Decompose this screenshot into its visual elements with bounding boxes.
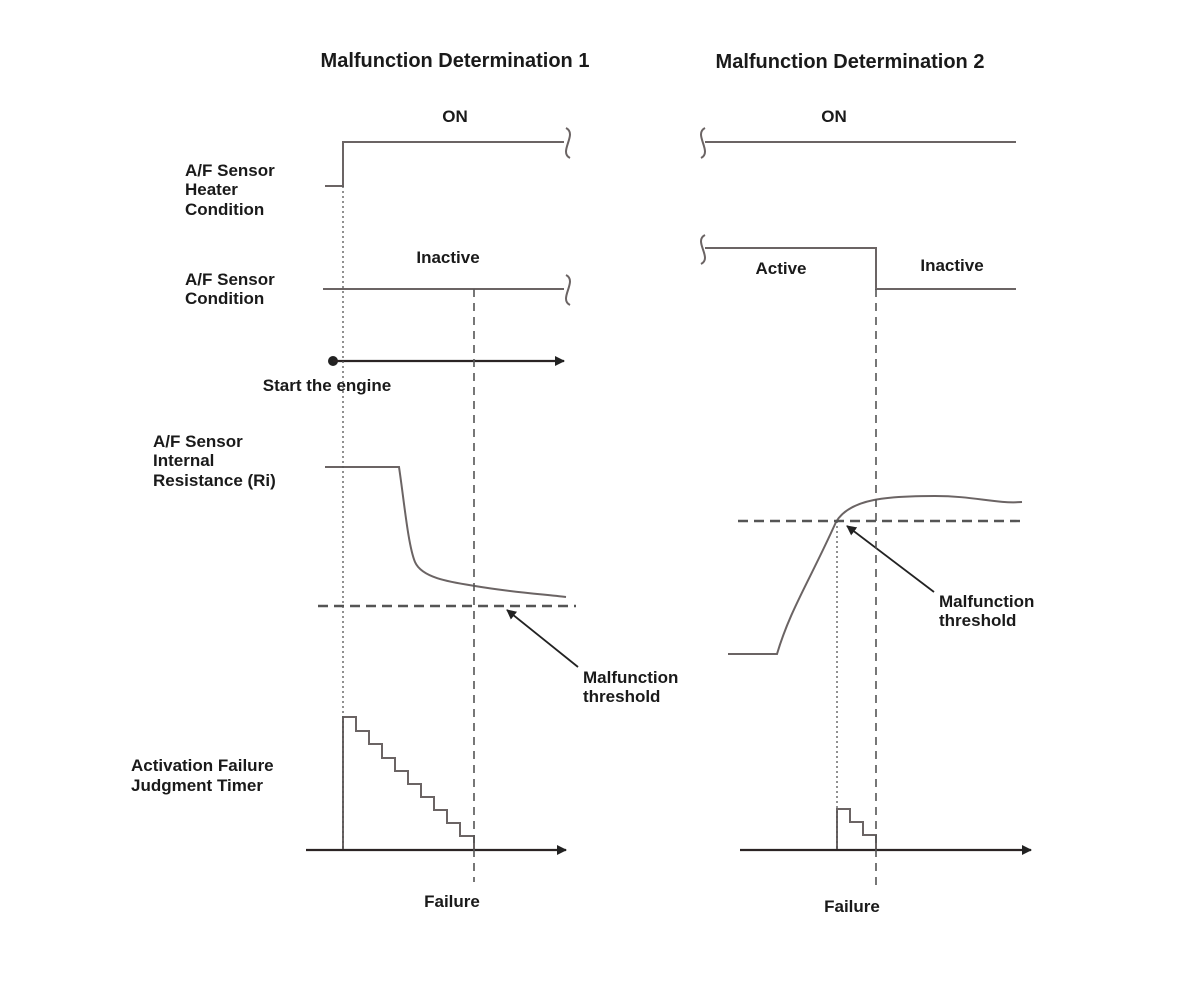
row-label-line: A/F Sensor [153, 432, 243, 451]
row-label-sensor-condition: A/F Sensor Condition [185, 270, 275, 308]
row-label-line: A/F Sensor [185, 270, 275, 289]
row-label-line: Internal [153, 451, 214, 470]
sensor-state-active-right: Active [755, 259, 806, 278]
row-label-internal-resistance: A/F Sensor Internal Resistance (Ri) [153, 432, 276, 490]
sensor-state-inactive-left: Inactive [416, 248, 479, 267]
break-mark [565, 127, 571, 159]
panel-determination-1: ON Inactive Start the engine Malfunction… [263, 107, 679, 911]
threshold-leader-right [846, 525, 935, 593]
threshold-label-right: threshold [939, 611, 1016, 630]
heater-state-on-right: ON [821, 107, 847, 126]
resistance-curve-left [325, 466, 567, 598]
row-label-line: Judgment Timer [131, 776, 263, 795]
row-label-line: A/F Sensor [185, 161, 275, 180]
sensor-state-inactive-right: Inactive [920, 256, 983, 275]
panel-determination-2: ON Active Inactive Malfunction threshold… [700, 107, 1034, 916]
judgment-timer-staircase-left [342, 716, 475, 850]
title-malfunction-determination-1: Malfunction Determination 1 [321, 50, 590, 72]
resistance-curve-right [728, 494, 1023, 655]
row-label-line: Activation Failure [131, 756, 274, 775]
title-malfunction-determination-2: Malfunction Determination 2 [716, 51, 985, 73]
row-label-heater-condition: A/F Sensor Heater Condition [185, 161, 275, 219]
failure-label-left: Failure [424, 892, 480, 911]
start-engine-label: Start the engine [263, 376, 391, 395]
threshold-leader-left [506, 609, 579, 668]
row-label-judgment-timer: Activation Failure Judgment Timer [131, 756, 274, 795]
threshold-label-right: Malfunction [939, 592, 1034, 611]
row-label-line: Heater [185, 180, 238, 199]
threshold-label-left: Malfunction [583, 668, 678, 687]
row-label-line: Condition [185, 200, 264, 219]
threshold-label-left: threshold [583, 687, 660, 706]
row-label-line: Condition [185, 289, 264, 308]
heater-state-on-left: ON [442, 107, 468, 126]
break-mark [700, 127, 706, 159]
sensor-signal-right [705, 247, 1016, 290]
break-mark [700, 234, 706, 265]
break-mark [565, 274, 571, 306]
failure-label-right: Failure [824, 897, 880, 916]
row-label-line: Resistance (Ri) [153, 471, 276, 490]
judgment-timer-staircase-right [836, 808, 877, 850]
heater-signal-left [325, 141, 564, 187]
